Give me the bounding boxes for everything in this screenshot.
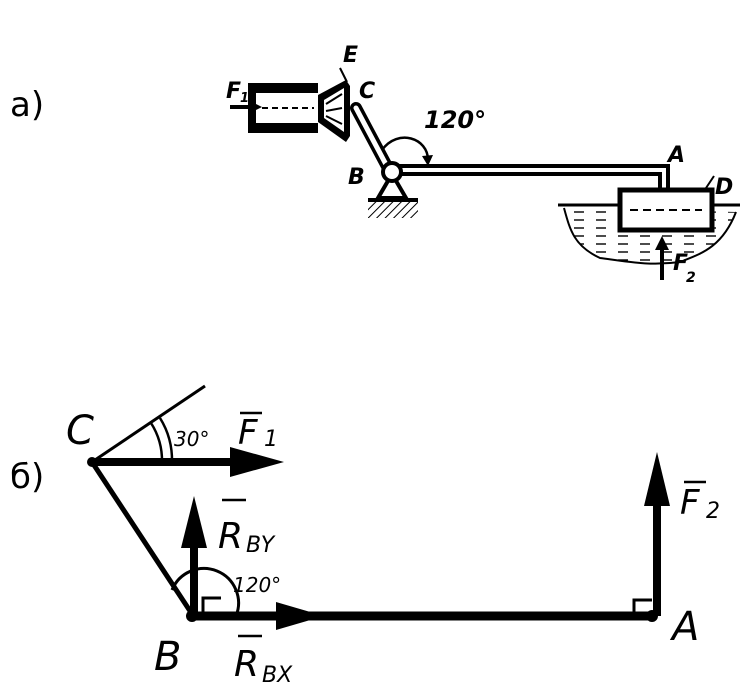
- pivot-b-support: [368, 161, 418, 218]
- point-a-label: A: [666, 143, 685, 168]
- reaction-rby-vector: [181, 496, 207, 616]
- force-f2-arrow: [655, 236, 669, 280]
- svg-text:1: 1: [264, 427, 278, 452]
- svg-text:F: F: [226, 79, 241, 104]
- reaction-rby-label: R BY: [218, 498, 276, 558]
- force-f2-vector: [644, 452, 670, 616]
- angle-arc-30: [149, 417, 174, 463]
- svg-text:BY: BY: [246, 533, 276, 558]
- right-angle-mark-a: [632, 598, 652, 616]
- point-b-label-b: B: [154, 634, 181, 680]
- svg-text:2: 2: [686, 270, 696, 286]
- joint-c: [87, 457, 97, 467]
- svg-text:F: F: [238, 413, 258, 453]
- point-b-label: B: [348, 165, 365, 190]
- svg-text:2: 2: [706, 499, 720, 524]
- svg-text:BX: BX: [262, 663, 293, 687]
- force-f1-arrow: [230, 101, 262, 113]
- force-f2-label: F 2: [673, 251, 696, 286]
- angle-label-120: 120°: [424, 106, 486, 134]
- angle-label-30: 30°: [174, 427, 209, 451]
- right-angle-mark-b: [201, 596, 221, 616]
- svg-text:F: F: [673, 251, 688, 276]
- svg-text:F: F: [680, 483, 700, 523]
- force-f1-vector: [92, 447, 284, 477]
- point-e-label: E: [343, 43, 358, 68]
- ray-c-30deg: [91, 384, 206, 464]
- svg-text:R: R: [218, 516, 243, 557]
- svg-text:R: R: [234, 644, 259, 685]
- panel-b: б) 30° F 1 120°: [10, 384, 720, 687]
- reaction-rbx-label: R BX: [234, 634, 293, 687]
- panel-a: а) F 1: [10, 43, 740, 286]
- point-a-label-b: A: [669, 604, 699, 650]
- angle-label-120-b: 120°: [233, 573, 281, 597]
- svg-text:1: 1: [240, 91, 249, 106]
- liquid-tank: [558, 175, 740, 265]
- force-f1-vector-label: F 1: [238, 411, 278, 453]
- point-c-label: C: [359, 79, 375, 104]
- cylinder-housing: [248, 67, 350, 142]
- member-cb: [89, 460, 195, 616]
- panel-b-label: б): [10, 457, 44, 497]
- joint-b: [186, 610, 198, 622]
- panel-a-label: а): [10, 85, 44, 125]
- point-d-label: D: [715, 175, 733, 200]
- link-cb: [350, 102, 396, 178]
- force-f2-vector-label: F 2: [680, 480, 720, 524]
- angle-arc-120: [380, 136, 433, 166]
- joint-a: [646, 610, 658, 622]
- force-f1-label: F 1: [226, 79, 249, 106]
- reaction-rbx-vector: [276, 602, 324, 630]
- link-ba: [392, 164, 670, 190]
- point-c-label-b: C: [66, 408, 94, 454]
- angle-arc-120-b: [170, 566, 241, 617]
